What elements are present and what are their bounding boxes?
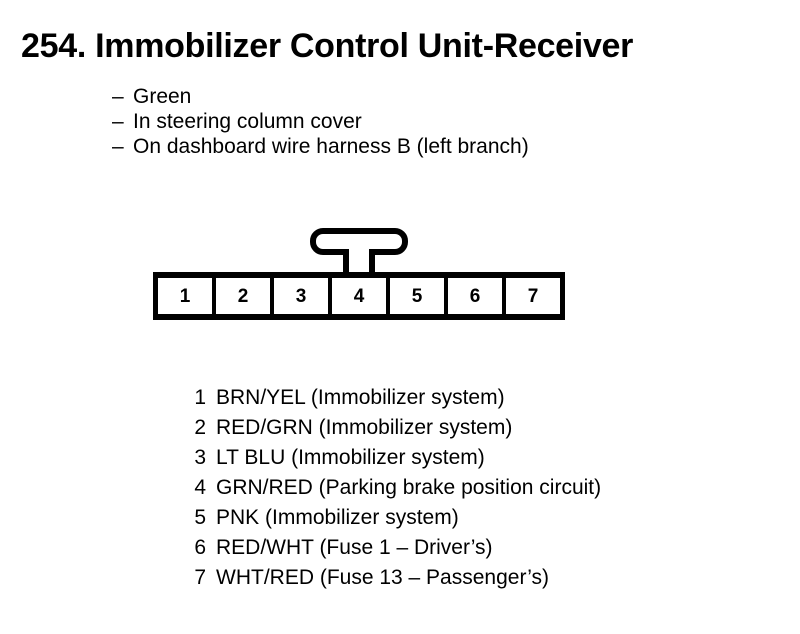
location-item: – In steering column cover [112, 109, 529, 134]
dash-bullet-icon: – [112, 135, 124, 158]
dash-bullet-icon: – [112, 85, 124, 108]
pin-cavity: 1 [158, 278, 212, 314]
legend-pin-label: WHT/RED (Fuse 13 – Passenger’s) [216, 566, 549, 589]
legend-row: 6 RED/WHT (Fuse 1 – Driver’s) [190, 533, 601, 563]
legend-row: 1 BRN/YEL (Immobilizer system) [190, 383, 601, 413]
location-item-label: Green [133, 85, 192, 108]
legend-pin-number: 4 [194, 476, 206, 499]
legend-pin-label: RED/GRN (Immobilizer system) [216, 416, 513, 439]
pin-cavity: 4 [332, 278, 386, 314]
legend-pin-number: 6 [194, 536, 206, 559]
dash-bullet-icon: – [112, 110, 124, 133]
legend-pin-label: PNK (Immobilizer system) [216, 506, 459, 529]
legend-row: 3 LT BLU (Immobilizer system) [190, 443, 601, 473]
legend-row: 4 GRN/RED (Parking brake position circui… [190, 473, 601, 503]
page-title: 254. Immobilizer Control Unit-Receiver [21, 27, 634, 65]
location-list: – Green – In steering column cover – On … [112, 84, 529, 159]
legend-pin-label: LT BLU (Immobilizer system) [216, 446, 485, 469]
legend-pin-label: RED/WHT (Fuse 1 – Driver’s) [216, 536, 493, 559]
location-item: – On dashboard wire harness B (left bran… [112, 134, 529, 159]
legend-pin-number: 5 [194, 506, 206, 529]
location-item-label: On dashboard wire harness B (left branch… [133, 135, 529, 158]
legend-pin-number: 1 [194, 386, 206, 409]
pin-cavity: 3 [274, 278, 328, 314]
legend-row: 2 RED/GRN (Immobilizer system) [190, 413, 601, 443]
pin-cavity: 5 [390, 278, 444, 314]
connector-housing: 1 2 3 4 5 6 7 [153, 272, 565, 320]
legend-pin-number: 7 [194, 566, 206, 589]
pin-cavity: 6 [448, 278, 502, 314]
connector-locking-tab-icon [310, 228, 408, 274]
pin-cavity: 2 [216, 278, 270, 314]
location-item-label: In steering column cover [133, 110, 362, 133]
legend-pin-number: 3 [194, 446, 206, 469]
locking-tab-stem [343, 249, 375, 274]
legend-row: 5 PNK (Immobilizer system) [190, 503, 601, 533]
legend-pin-label: BRN/YEL (Immobilizer system) [216, 386, 505, 409]
location-item: – Green [112, 84, 529, 109]
pin-legend: 1 BRN/YEL (Immobilizer system) 2 RED/GRN… [190, 383, 601, 593]
legend-pin-label: GRN/RED (Parking brake position circuit) [216, 476, 602, 499]
legend-pin-number: 2 [194, 416, 206, 439]
pin-cavity: 7 [506, 278, 560, 314]
legend-row: 7 WHT/RED (Fuse 13 – Passenger’s) [190, 563, 601, 593]
connector-diagram: 1 2 3 4 5 6 7 [153, 228, 565, 320]
